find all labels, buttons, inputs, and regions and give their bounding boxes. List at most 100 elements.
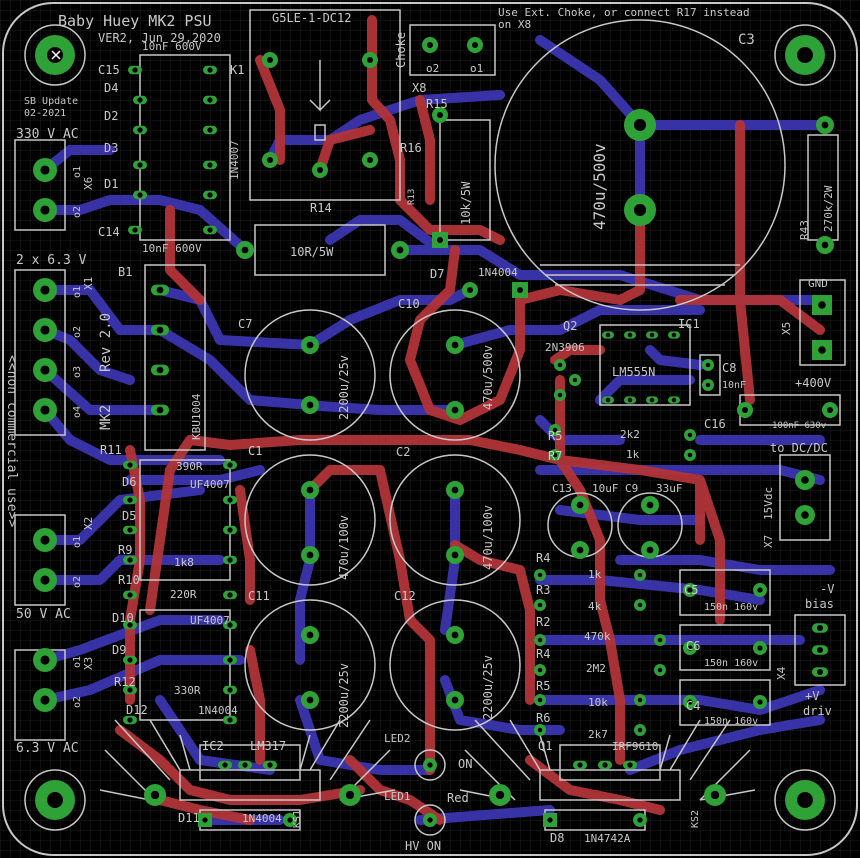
r13-label: R13	[407, 189, 417, 205]
terminal-pad	[795, 505, 815, 525]
to220-pad	[238, 760, 252, 770]
d11-pad	[198, 813, 212, 827]
relay-pad	[262, 52, 278, 68]
diode-pad	[223, 715, 237, 725]
c16-pad	[737, 402, 753, 418]
r1-value: 1k	[588, 568, 602, 581]
terminal-pad	[33, 318, 57, 342]
diode-pad	[123, 590, 137, 600]
diode-pad	[223, 655, 237, 665]
q2-value: 2N3906	[545, 341, 585, 354]
x4-label: X4	[775, 666, 788, 680]
diode-pad	[128, 65, 142, 75]
c9-value: 33uF	[656, 482, 683, 495]
r14-pad	[391, 241, 409, 259]
update-line-2: 02-2021	[24, 108, 66, 119]
terminal-pad	[795, 470, 815, 490]
c6-value: 150n 160v	[704, 658, 758, 669]
x8-pin-1: o1	[470, 62, 483, 75]
b1-label: B1	[118, 265, 132, 279]
c8-label: C8	[722, 361, 736, 375]
mounting-hole-bottom-right	[774, 769, 836, 831]
c2-label: C2	[396, 445, 410, 459]
terminal-pin-label: o1	[72, 166, 83, 178]
resistor-pad	[534, 694, 546, 706]
diode-pad	[123, 655, 137, 665]
diode-pad	[133, 160, 147, 170]
r7-value: 1k	[626, 448, 640, 461]
x8-pin-2: o2	[426, 62, 439, 75]
diode-pad	[123, 525, 137, 535]
relay-pad	[362, 52, 378, 68]
r2-value: 470k	[584, 630, 611, 643]
driv-label: driv	[803, 704, 832, 718]
cap-pad	[301, 336, 319, 354]
r11-value: 390R	[176, 460, 203, 473]
d3-label: D3	[104, 141, 118, 155]
c15-label: C15	[98, 63, 120, 77]
diode-pad	[203, 190, 217, 200]
ic1-pad	[646, 396, 658, 404]
r4k-value: 4k	[588, 600, 602, 613]
c11-label: C11	[248, 589, 270, 603]
c9-label: C9	[625, 482, 638, 495]
gnd-out-label: GND	[808, 277, 828, 290]
r-pad	[684, 449, 696, 461]
choke-note-2: on X8	[498, 18, 531, 31]
terminal-pad	[33, 568, 57, 592]
c3-label: C3	[738, 32, 755, 48]
diode-pad	[223, 495, 237, 505]
d7-label: D7	[430, 267, 444, 281]
d9-label: D9	[112, 643, 126, 657]
terminal-pin-label: o1	[72, 656, 83, 668]
ic1-pad	[668, 396, 680, 404]
resistor-pad	[634, 569, 646, 581]
resistor-pad	[634, 724, 646, 736]
c11-value: 2200u/25v	[337, 663, 351, 728]
heatsink-pad	[704, 784, 726, 806]
terminal-pin-label: o2	[72, 696, 83, 708]
c-pad	[753, 583, 767, 597]
terminal-pad	[812, 623, 828, 633]
r16-pad	[432, 232, 448, 248]
r14-pad	[236, 241, 254, 259]
d6-label: D6	[122, 475, 136, 489]
update-line-1: SB Update	[24, 96, 78, 107]
c8-value: 10nF	[722, 380, 746, 391]
cap-pad	[446, 481, 464, 499]
mounting-holes	[24, 24, 836, 831]
c16-value: 100nF 630v	[772, 421, 826, 431]
terminal-pin-label: o2	[72, 326, 83, 338]
r2-label: R2	[536, 615, 550, 629]
q2-pad	[569, 374, 581, 386]
pos-v-label: +V	[805, 689, 819, 703]
x7-label: X7	[762, 535, 775, 548]
c8-pad	[702, 379, 714, 391]
resistor-pad	[634, 694, 646, 706]
c6-label: C6	[686, 639, 700, 653]
terminal-pad	[33, 358, 57, 382]
cap-pad	[446, 626, 464, 644]
c5-value: 150n 160v	[704, 602, 758, 613]
input-50vac: 50 V AC	[16, 607, 71, 622]
x5-label: X5	[780, 322, 793, 335]
diode-pad	[223, 555, 237, 565]
silkscreen-text: Baby Huey MK2 PSU VER2, Jun 29,2020 SB U…	[4, 6, 835, 853]
r43-value: 270k/2W	[822, 185, 835, 232]
ic1-pad	[624, 396, 636, 404]
ic1-pad	[668, 331, 680, 339]
diode-pad	[203, 160, 217, 170]
to220-pad	[573, 760, 587, 770]
heatsink-pad	[144, 784, 166, 806]
terminal-pad	[812, 295, 832, 315]
c10-value: 470u/500v	[481, 345, 495, 410]
ks1-label: KS1	[292, 810, 303, 828]
r16-pad	[432, 107, 448, 123]
to-dcdc-label: to DC/DC	[770, 441, 828, 455]
diode-pad	[123, 555, 137, 565]
c16-pad	[822, 402, 838, 418]
r16-value: 10k/5W	[459, 181, 473, 225]
c12-label: C12	[394, 589, 416, 603]
r-pad	[549, 424, 561, 436]
